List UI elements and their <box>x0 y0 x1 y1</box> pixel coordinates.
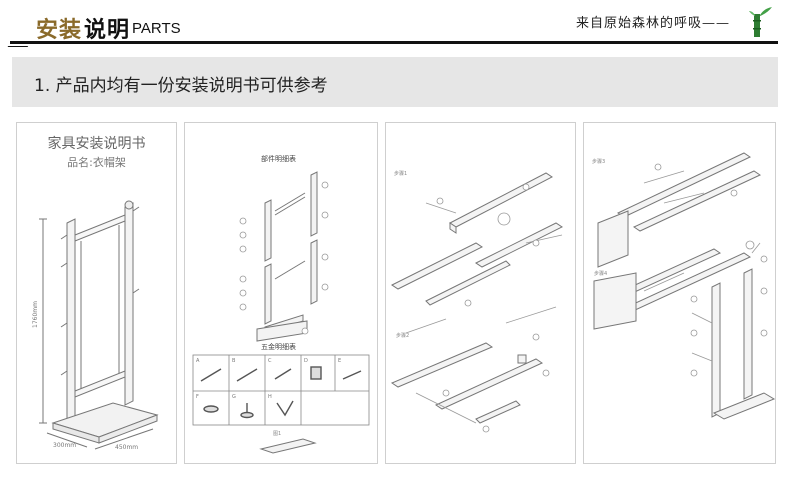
step4-label: 步骤4 <box>594 270 607 277</box>
assembly-steps-card-1: 步骤1 步骤2 <box>385 122 576 464</box>
hw-label-c: C <box>268 358 272 364</box>
hw-label-b: B <box>232 358 236 364</box>
parts-page-note: 图1 <box>273 431 281 437</box>
dim-depth-label: 300mm <box>53 442 76 449</box>
hw-label-a: A <box>196 358 200 364</box>
step2-label: 步骤2 <box>396 332 409 339</box>
section-title-en: PARTS <box>132 20 181 37</box>
banner-text: 1. 产品内均有一份安装说明书可供参考 <box>34 76 328 96</box>
assembly-steps-card-2: 步骤3 步骤4 <box>583 122 776 464</box>
assembly-steps-drawing-2: 步骤3 步骤4 <box>592 152 775 420</box>
page-header: 安装 说明 PARTS 来自原始森林的呼吸—— <box>0 0 790 50</box>
parts-list-heading: 部件明细表 <box>261 154 296 163</box>
manual-cover-card: 家具安装说明书 品名:衣帽架 <box>16 122 177 464</box>
section-title-install: 安装 <box>36 18 83 43</box>
hw-label-g: G <box>232 394 236 400</box>
header-divider-tick <box>7 40 33 47</box>
manual-title: 家具安装说明书 <box>47 136 146 152</box>
parts-list-card: 部件明细表 五金明细表 <box>184 122 378 464</box>
hw-label-e: E <box>338 358 341 364</box>
brand-slogan: 来自原始森林的呼吸—— <box>576 16 731 31</box>
coat-rack-drawing: 1760mm 300mm 450mm <box>32 200 159 451</box>
assembly-steps-drawing-1: 步骤1 步骤2 <box>390 170 563 433</box>
hw-label-d: D <box>304 358 308 364</box>
step3-label: 步骤3 <box>592 158 605 165</box>
section-title-instructions: 说明 <box>84 18 131 43</box>
hw-label-h: H <box>268 394 272 400</box>
dim-height-label: 1760mm <box>32 301 39 328</box>
manual-subtitle: 品名:衣帽架 <box>67 156 126 169</box>
header-divider <box>10 41 778 44</box>
step1-label: 步骤1 <box>394 170 407 177</box>
dim-width-label: 450mm <box>115 444 138 451</box>
parts-list-drawing: 部件明细表 五金明细表 <box>192 154 370 454</box>
bamboo-logo-icon <box>749 7 772 37</box>
info-banner: 1. 产品内均有一份安装说明书可供参考 <box>12 57 778 107</box>
hw-label-f: F <box>196 394 199 400</box>
hardware-list-heading: 五金明细表 <box>261 342 296 351</box>
